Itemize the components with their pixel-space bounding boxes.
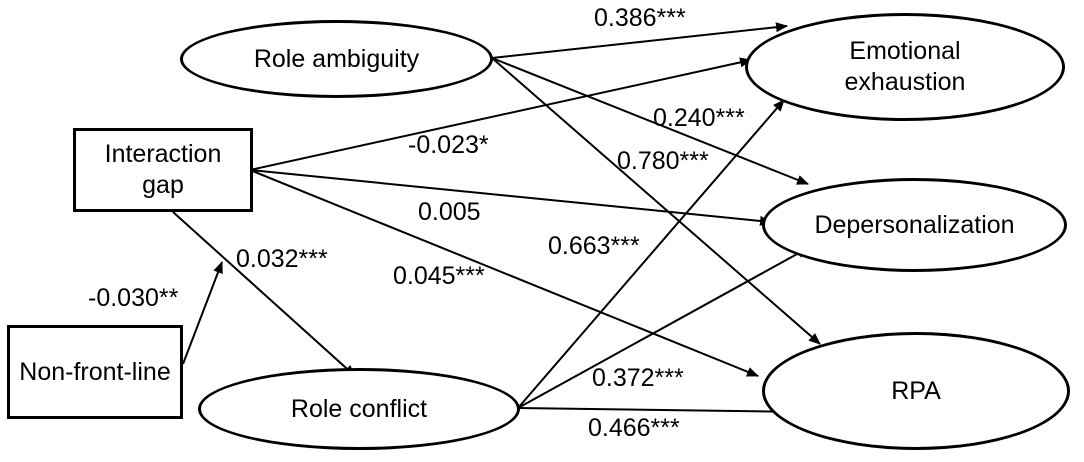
node-role-ambiguity: Role ambiguity xyxy=(180,20,493,98)
arrow-gap-to-rpa xyxy=(249,169,759,377)
arrow-gap-to-depersonalization xyxy=(249,169,772,226)
coef-nonfrontline-moderation: -0.030** xyxy=(88,284,179,312)
coef-ambiguity-to-depersonalization: 0.240*** xyxy=(653,104,745,132)
coef-conflict-to-exhaustion: 0.663*** xyxy=(548,232,640,260)
node-depersonalization-label: Depersonalization xyxy=(814,210,1015,239)
node-emotional-exhaustion-label: Emotional exhaustion xyxy=(844,37,966,96)
node-role-conflict-label: Role conflict xyxy=(290,394,428,423)
coef-gap-to-conflict: 0.032*** xyxy=(236,245,328,273)
arrow-gap-to-exhaustion xyxy=(249,57,752,171)
arrow-ambiguity-to-exhaustion xyxy=(491,22,788,59)
arrow-ambiguity-to-rpa xyxy=(491,57,821,345)
node-role-conflict: Role conflict xyxy=(198,368,520,450)
arrow-ambiguity-to-depersonalization xyxy=(491,57,809,185)
node-interaction-gap-label: Interaction gap xyxy=(104,140,222,199)
node-role-ambiguity-label: Role ambiguity xyxy=(253,44,420,73)
node-emotional-exhaustion: Emotional exhaustion xyxy=(745,13,1065,121)
node-rpa: RPA xyxy=(762,332,1070,450)
arrow-gap-to-conflict xyxy=(172,211,356,377)
coef-gap-to-exhaustion: -0.023* xyxy=(408,131,489,159)
node-depersonalization: Depersonalization xyxy=(762,178,1067,272)
arrow-nonfrontline-moderation xyxy=(182,261,223,365)
node-rpa-label: RPA xyxy=(891,376,941,405)
node-interaction-gap: Interaction gap xyxy=(73,128,253,212)
coef-conflict-to-depersonalization: 0.372*** xyxy=(592,364,684,392)
node-non-front-line: Non-front-line xyxy=(7,325,183,419)
coef-conflict-to-rpa: 0.466*** xyxy=(588,414,680,442)
coef-gap-to-rpa: 0.045*** xyxy=(393,262,485,290)
arrow-conflict-to-depersonalization xyxy=(517,247,809,409)
coef-ambiguity-to-rpa: 0.780*** xyxy=(617,147,709,175)
arrow-conflict-to-rpa xyxy=(517,406,805,417)
coef-ambiguity-to-exhaustion: 0.386*** xyxy=(594,4,686,32)
coef-gap-to-depersonalization: 0.005 xyxy=(418,198,481,226)
arrow-conflict-to-exhaustion xyxy=(517,99,785,409)
node-non-front-line-label: Non-front-line xyxy=(19,357,171,386)
